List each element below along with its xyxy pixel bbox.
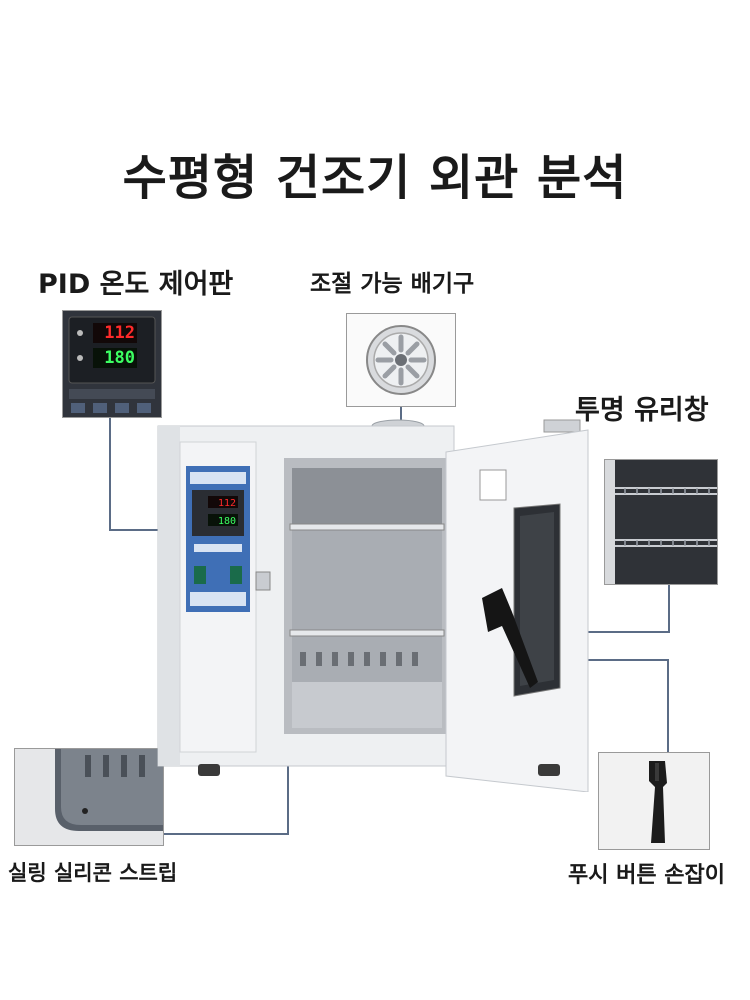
- sv-display: 180: [104, 348, 135, 368]
- connector-line: [667, 659, 669, 753]
- pid-controller-graphic: [63, 311, 161, 417]
- drying-oven-illustration: 112 180: [157, 419, 589, 792]
- connector-line: [537, 659, 669, 661]
- callout-pid-label: PID 온도 제어판: [38, 269, 234, 300]
- connector-line: [109, 418, 111, 530]
- connector-line: [400, 406, 402, 424]
- callout-handle-label: 푸시 버튼 손잡이: [568, 863, 725, 888]
- connector-line: [668, 584, 670, 632]
- connector-line: [163, 833, 289, 835]
- connector-line: [540, 631, 670, 633]
- push-handle-icon: [599, 753, 709, 849]
- connector-line: [109, 529, 191, 531]
- svg-text:180: 180: [218, 516, 236, 527]
- vent-icon: [347, 314, 455, 406]
- vent-thumbnail: [346, 313, 456, 407]
- callout-vent-label: 조절 가능 배기구: [310, 271, 475, 297]
- connector-line: [287, 740, 289, 834]
- page-title: 수평형 건조기 외관 분석: [122, 150, 628, 206]
- callout-glass-label: 투명 유리창: [575, 395, 709, 426]
- glass-window-thumbnail: [604, 459, 718, 585]
- seal-strip-thumbnail: [14, 748, 164, 846]
- seal-strip-graphic: [15, 749, 163, 845]
- glass-window-graphic: [605, 460, 717, 584]
- callout-seal-label: 실링 실리콘 스트립: [8, 861, 178, 885]
- handle-thumbnail: [598, 752, 710, 850]
- svg-text:112: 112: [218, 498, 236, 509]
- pv-display: 112: [104, 323, 135, 343]
- pid-controller-thumbnail: 112 180: [62, 310, 162, 418]
